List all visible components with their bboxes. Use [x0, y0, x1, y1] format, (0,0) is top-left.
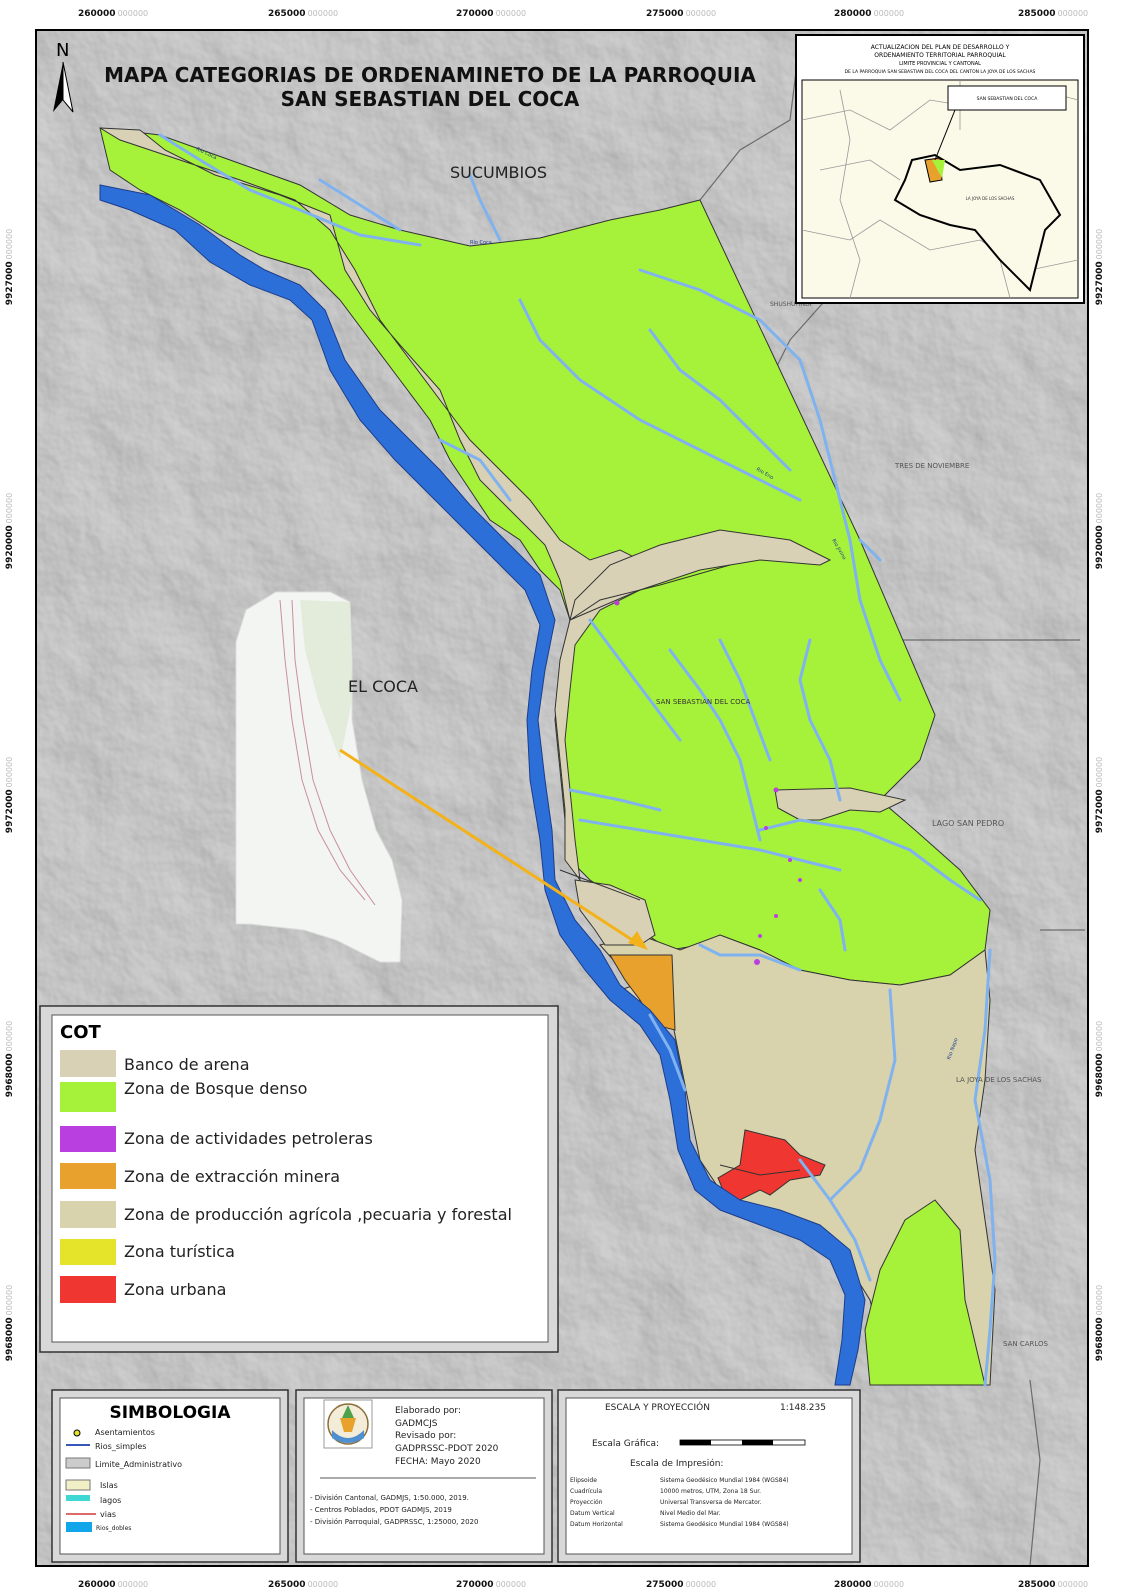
- symbology-box: SIMBOLOGIA Asentamientos Rios_simples Li…: [51, 1389, 289, 1563]
- credits-source-2: - Centros Poblados, PDOT GADMJS, 2019: [310, 1506, 452, 1514]
- location-arrow: [339, 748, 648, 950]
- scale-row-5-val: Sistema Geodésico Mundial 1984 (WGS84): [660, 1521, 789, 1528]
- scale-row-1-val: Sistema Geodésico Mundial 1984 (WGS84): [660, 1477, 789, 1484]
- forest-zone: [99, 127, 991, 986]
- sand-bank-mid: [774, 787, 907, 821]
- legend-swatch-forest: [60, 1082, 116, 1112]
- credits-line-2: GADMCJS: [395, 1419, 438, 1429]
- symbol-label-5: lagos: [100, 1496, 121, 1505]
- scale-impresion-label: Escala de Impresión:: [630, 1458, 723, 1469]
- locator-title-2: ORDENAMIENTO TERRITORIAL PARROQUIAL: [874, 52, 1006, 59]
- scale-row-2-key: Cuadrícula: [570, 1488, 602, 1495]
- credits-box: Elaborado por: GADMCJS Revisado por: GAD…: [295, 1389, 553, 1563]
- credits-line-4: GADPRSSC-PDOT 2020: [395, 1444, 499, 1454]
- legend-label-oil: Zona de actividades petroleras: [124, 1129, 373, 1148]
- parish-inner-boundaries: [559, 564, 801, 1176]
- sand-bank-north: [99, 127, 661, 882]
- locator-map: ACTUALIZACION DEL PLAN DE DESARROLLO Y O…: [795, 34, 1085, 304]
- symbol-label-3: Limite_Administrativo: [95, 1460, 182, 1469]
- legend-label-mining: Zona de extracción minera: [124, 1167, 340, 1186]
- scale-row-1-key: Elipsoide: [570, 1477, 597, 1484]
- symbol-label-4: Islas: [100, 1481, 118, 1490]
- place-shushufindi: SHUSHUFINDI: [770, 301, 812, 308]
- locator-canton-label: LA JOYA DE LOS SACHAS: [966, 196, 1015, 201]
- legend-label-sand: Banco de arena: [124, 1055, 250, 1074]
- place-san-sebastian: SAN SEBASTIAN DEL COCA: [656, 698, 751, 706]
- place-el-coca: EL COCA: [348, 677, 418, 696]
- cot-legend: COT Banco de arena Zona de Bosque denso …: [39, 1005, 559, 1353]
- scale-row-4-key: Datum Vertical: [570, 1510, 615, 1517]
- map-frame: [35, 29, 1089, 1567]
- sand-bank-east: [569, 529, 832, 621]
- scale-row-3-val: Universal Transversa de Mercator.: [660, 1499, 762, 1506]
- scale-heading: ESCALA Y PROYECCIÓN: [605, 1401, 710, 1413]
- credits-source-1: - División Cantonal, GADMJS, 1:50.000, 2…: [310, 1494, 469, 1502]
- overview-inset: [235, 591, 403, 963]
- credits-line-3: Revisado por:: [395, 1431, 456, 1441]
- scale-row-3-key: Proyección: [570, 1499, 603, 1506]
- legend-swatch-agric: [60, 1201, 116, 1228]
- title-line-2: SAN SEBASTIAN DEL COCA: [281, 87, 580, 111]
- forest-zone-south: [864, 1199, 986, 1386]
- north-arrow-icon: [53, 61, 74, 113]
- place-la-joya: LA JOYA DE LOS SACHAS: [956, 1076, 1042, 1084]
- scale-bar: [679, 1439, 806, 1446]
- title-line-1: MAPA CATEGORIAS DE ORDENAMINETO DE LA PA…: [104, 63, 756, 87]
- legend-label-forest: Zona de Bosque denso: [124, 1079, 307, 1098]
- symbol-label-7: Rios_dobles: [96, 1525, 131, 1532]
- river-label-2: Rio Coca: [470, 240, 492, 246]
- symbol-label-1: Asentamientos: [95, 1428, 155, 1437]
- simple-rivers: [158, 133, 997, 1387]
- legend-label-urban: Zona urbana: [124, 1280, 226, 1299]
- place-tres-noviembre: TRES DE NOVIEMBRE: [894, 462, 969, 470]
- place-lago-san-pedro: LAGO SAN PEDRO: [932, 819, 1004, 828]
- legend-heading: COT: [60, 1022, 102, 1043]
- symbology-heading: SIMBOLOGIA: [109, 1403, 231, 1423]
- place-sucumbios: SUCUMBIOS: [450, 163, 547, 182]
- legend-label-agric: Zona de producción agrícola ,pecuaria y …: [124, 1205, 512, 1224]
- scale-row-4-val: Nivel Medio del Mar.: [660, 1510, 721, 1517]
- locator-callout: SAN SEBASTIAN DEL COCA: [977, 96, 1039, 102]
- legend-swatch-mining: [60, 1163, 116, 1189]
- oil-points: [614, 600, 802, 965]
- legend-swatch-urban: [60, 1276, 116, 1303]
- scale-row-5-key: Datum Horizontal: [570, 1521, 623, 1528]
- legend-swatch-sand: [60, 1050, 116, 1077]
- scale-box: ESCALA Y PROYECCIÓN 1:148.235 Escala Grá…: [557, 1389, 861, 1563]
- credits-line-1: Elaborado por:: [395, 1406, 461, 1416]
- symbol-label-6: vias: [100, 1510, 116, 1519]
- credits-source-3: - División Parroquial, GADPRSSC, 1:25000…: [310, 1518, 478, 1526]
- urban-zone: [717, 1129, 826, 1201]
- river-double: [99, 184, 866, 1386]
- credits-line-5: FECHA: Mayo 2020: [395, 1457, 481, 1467]
- legend-swatch-tourism: [60, 1239, 116, 1265]
- logo-icon: [323, 1399, 373, 1449]
- symbol-label-2: Rios_simples: [95, 1442, 146, 1451]
- overview-inset-grid: [279, 599, 376, 906]
- locator-title-1: ACTUALIZACION DEL PLAN DE DESARROLLO Y: [871, 44, 1010, 51]
- north-letter: N: [56, 40, 69, 61]
- legend-swatch-oil: [60, 1126, 116, 1152]
- locator-title-4: DE LA PARROQUIA SAN SEBASTIAN DEL COCA D…: [845, 69, 1036, 75]
- locator-title-3: LIMITE PROVINCIAL Y CANTONAL: [899, 61, 981, 67]
- legend-label-tourism: Zona turística: [124, 1242, 235, 1261]
- scale-grafica-label: Escala Gráfica:: [592, 1439, 659, 1449]
- scale-ratio: 1:148.235: [780, 1403, 826, 1413]
- scale-row-2-val: 10000 metros, UTM, Zona 18 Sur.: [660, 1488, 761, 1495]
- place-san-carlos: SAN CARLOS: [1003, 1340, 1049, 1348]
